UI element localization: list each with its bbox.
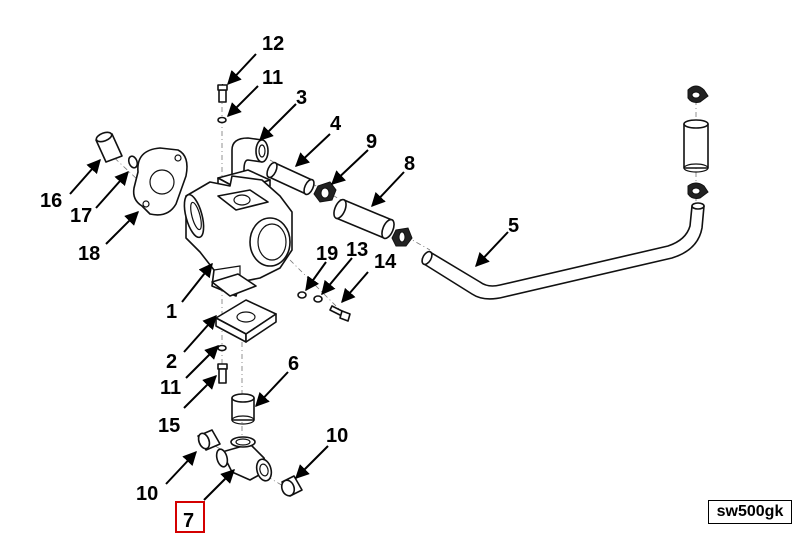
callout-11-top: 11 [262, 67, 283, 89]
callout-14: 14 [374, 251, 397, 273]
part-1-pump-body [183, 175, 293, 297]
callout-17: 17 [70, 205, 92, 227]
callout-10-right: 10 [326, 425, 348, 447]
part-11-washer-lower [217, 344, 227, 352]
part-12-bolt [217, 84, 228, 103]
part-9-nut [313, 181, 337, 203]
callout-6: 6 [288, 353, 299, 375]
part-10-plug-left [197, 429, 221, 451]
part-9-nut-second [391, 227, 413, 247]
part-7-tee [215, 436, 273, 482]
drawing-reference-code: sw500gk [708, 500, 792, 524]
part-14-bolt [329, 305, 351, 322]
callout-11-lower: 11 [160, 377, 181, 399]
part-13-washer [313, 295, 323, 303]
part-10-plug-right [280, 475, 303, 497]
highlight-box-callout-7 [175, 501, 205, 533]
callout-7: 7 [183, 510, 194, 532]
callout-3: 3 [296, 87, 307, 109]
part-17-oring [127, 155, 139, 169]
part-19-washer [297, 291, 307, 299]
part-15-bolt [217, 363, 228, 384]
callout-1: 1 [166, 301, 177, 323]
leader-lines [69, 53, 509, 501]
callout-4: 4 [330, 113, 342, 135]
callout-13: 13 [346, 239, 368, 261]
callout-2: 2 [166, 351, 177, 373]
callout-19: 19 [316, 243, 338, 265]
callout-8: 8 [404, 153, 415, 175]
part-11-washer-top [217, 116, 227, 124]
callout-12: 12 [262, 33, 284, 55]
part-2-flange [215, 299, 277, 343]
part-6-nipple [231, 393, 255, 425]
callout-16: 16 [40, 190, 62, 212]
part-hose-sleeve [683, 119, 709, 173]
callout-15: 15 [158, 415, 180, 437]
part-hose-clamp-top [687, 85, 709, 103]
part-hose-clamp-bottom [687, 182, 709, 199]
callout-18: 18 [78, 243, 100, 265]
part-8-hose [333, 198, 395, 240]
callout-10-left: 10 [136, 483, 158, 505]
part-5-bent-tube [421, 202, 705, 300]
part-4-nipple [266, 161, 315, 196]
assembly-centerlines [105, 95, 697, 491]
callout-5: 5 [508, 215, 519, 237]
callout-labels: 12 11 3 4 9 8 5 16 17 18 19 13 14 1 2 11… [40, 33, 519, 533]
part-18-gasket [132, 147, 188, 216]
callout-9: 9 [366, 131, 377, 153]
part-16-bushing [95, 131, 123, 163]
